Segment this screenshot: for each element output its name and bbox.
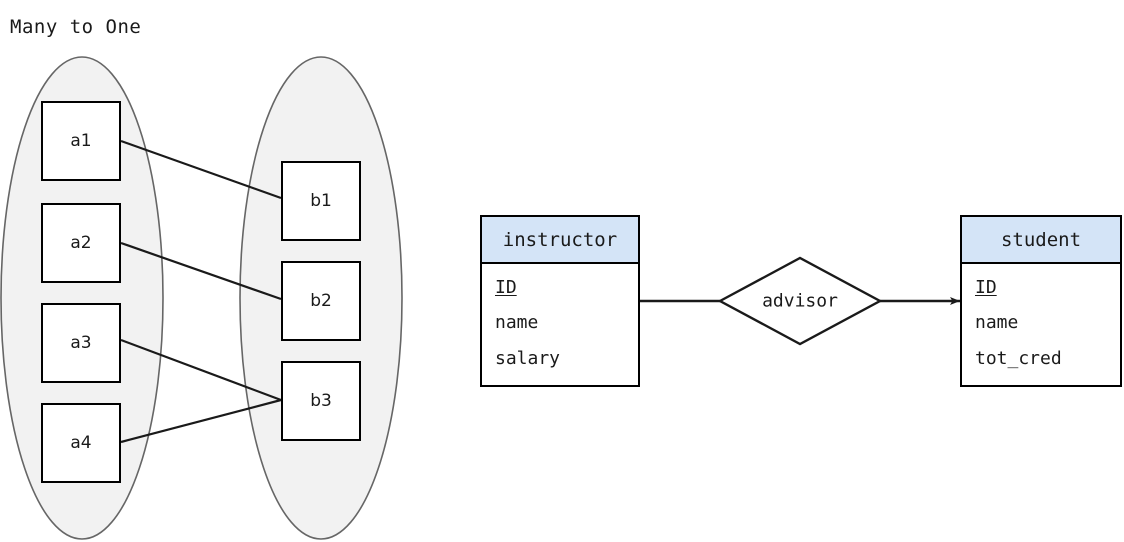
attribute-salary: salary: [495, 348, 561, 370]
attribute-name: name: [975, 312, 1019, 334]
entity-instructor-attributes: ID name salary: [482, 264, 638, 385]
set-member-a3: a3: [41, 303, 121, 383]
attribute-ID: ID: [495, 276, 517, 298]
set-member-b3: b3: [281, 361, 361, 441]
set-member-label: a1: [70, 131, 92, 151]
connector-a3-to-b3: [120, 338, 282, 402]
attribute-name: name: [495, 312, 539, 334]
attribute-ID: ID: [975, 276, 997, 298]
set-member-label: a2: [70, 233, 92, 253]
entity-student-title: student: [962, 217, 1120, 264]
entity-instructor-title: instructor: [482, 217, 638, 264]
connector-a1-to-b1: [120, 139, 282, 200]
er-shapes: [640, 256, 960, 346]
set-member-a2: a2: [41, 203, 121, 283]
set-member-b1: b1: [281, 161, 361, 241]
set-member-label: b3: [310, 391, 332, 411]
connector-a4-to-b3: [120, 398, 282, 444]
set-member-a4: a4: [41, 403, 121, 483]
set-member-label: b2: [310, 291, 332, 311]
set-member-label: a3: [70, 333, 92, 353]
entity-student-attributes: ID name tot_cred: [962, 264, 1120, 385]
page-title: Many to One: [10, 16, 142, 38]
connector-a2-to-b2: [120, 241, 282, 301]
mapping-connectors: [120, 139, 282, 444]
relationship-label: advisor: [762, 290, 838, 312]
set-member-a1: a1: [41, 101, 121, 181]
set-member-label: b1: [310, 191, 332, 211]
set-member-label: a4: [70, 433, 92, 453]
set-member-b2: b2: [281, 261, 361, 341]
attribute-tot_cred: tot_cred: [975, 348, 1062, 370]
